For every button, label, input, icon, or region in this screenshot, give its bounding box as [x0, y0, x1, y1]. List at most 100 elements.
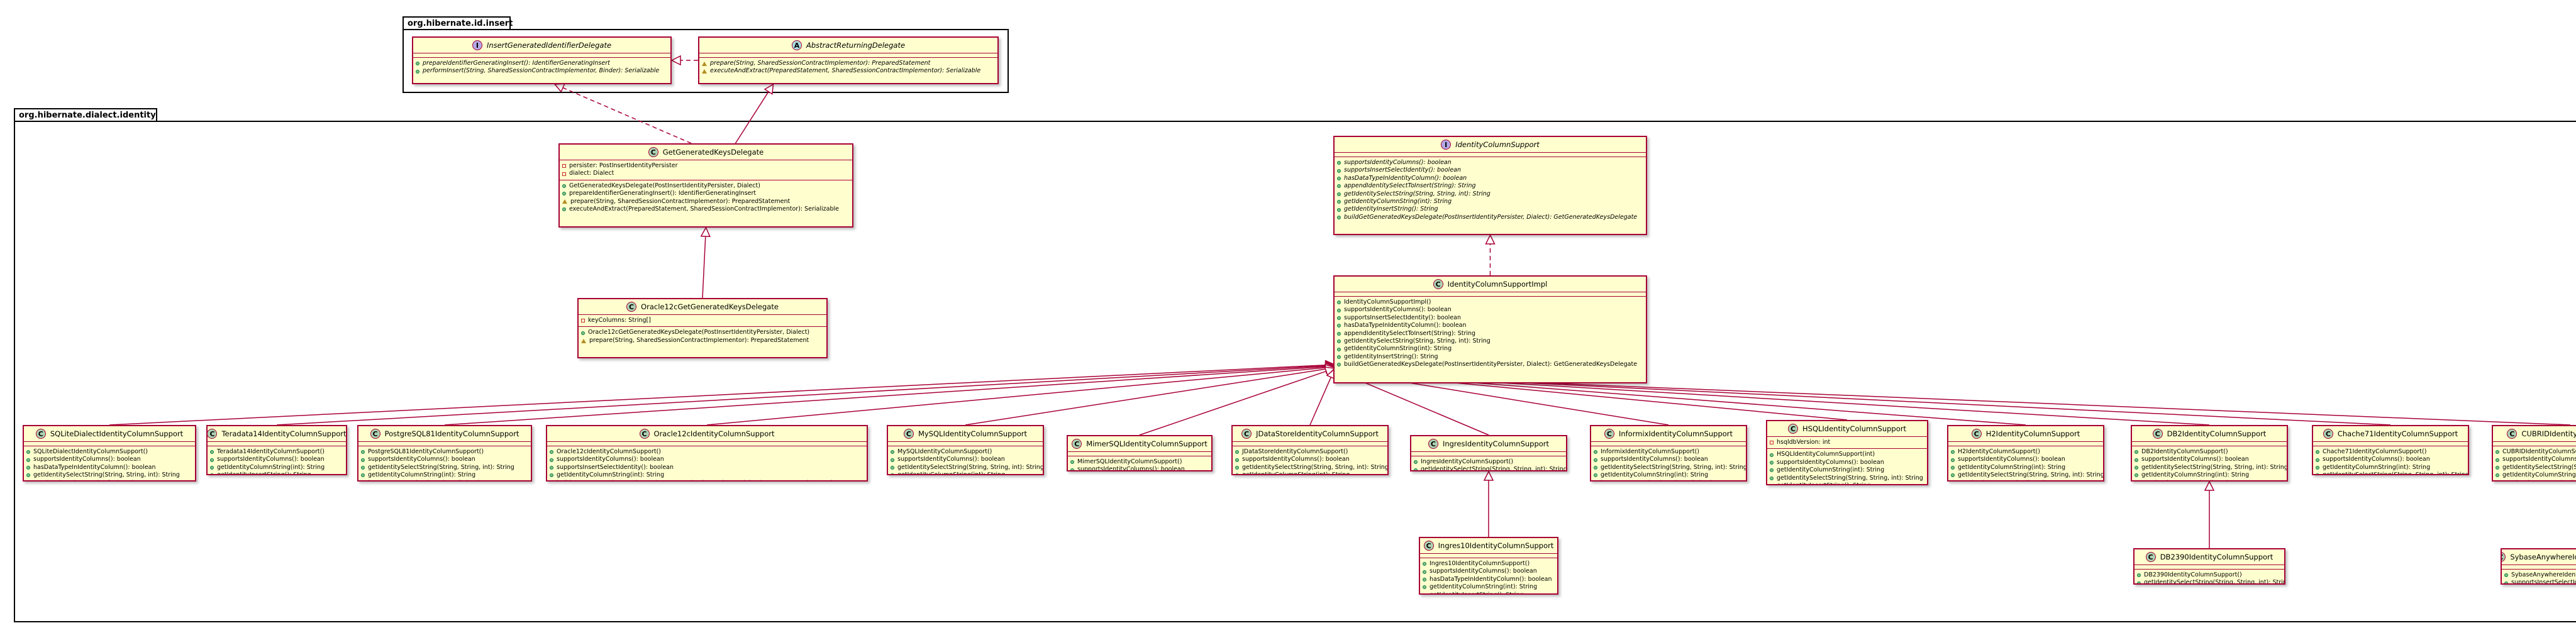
field-row: keyColumns: String[] [581, 317, 824, 324]
member-text: performInsert(String, SharedSessionContr… [423, 67, 660, 75]
public-visibility-icon [550, 466, 553, 470]
class-name: Oracle12cIdentityColumnSupport [653, 429, 775, 438]
public-visibility-icon [550, 473, 553, 478]
member-text: appendIdentitySelectToInsert(String): St… [1344, 182, 1476, 190]
public-visibility-icon [1951, 458, 1955, 462]
fields-section [2132, 442, 2287, 446]
member-text: CUBRIDIdentityColumnSupport() [2502, 448, 2576, 455]
class-cubrid-identity-column-support[interactable]: CCUBRIDIdentityColumnSupportCUBRIDIdenti… [2492, 425, 2576, 482]
class-stereotype-icon: C [1788, 424, 1798, 434]
member-text: supportsIdentityColumns(): boolean [1430, 568, 1537, 575]
public-visibility-icon [1594, 458, 1597, 462]
protected-visibility-icon [702, 69, 707, 74]
method-row: Teradata14IdentityColumnSupport() [210, 448, 343, 456]
methods-section: SybaseAnywhereIdentityColumnSupport()sup… [2502, 570, 2576, 583]
methods-section: PostgreSQL81IdentityColumnSupport()suppo… [358, 446, 531, 480]
public-visibility-icon [1337, 216, 1341, 220]
member-text: hasDataTypeInIdentityColumn(): boolean [33, 463, 156, 471]
member-text: appendIdentitySelectToInsert(String): St… [1344, 329, 1476, 337]
member-text: persister: PostInsertIdentityPersister [569, 162, 678, 169]
member-text: MimerSQLIdentityColumnSupport() [1077, 458, 1182, 465]
realization-edge [562, 87, 692, 144]
member-text: supportsIdentityColumns(): boolean [1077, 466, 1185, 471]
class-name: MimerSQLIdentityColumnSupport [1086, 439, 1208, 448]
member-text: supportsIdentityColumns(): boolean [217, 456, 325, 463]
member-text: supportsIdentityColumns(): boolean [2502, 456, 2576, 463]
generalization-edge [1139, 370, 1326, 436]
fields-section: hsqldbVersion: int [1767, 437, 1927, 449]
class-stereotype-icon: C [2507, 429, 2518, 439]
member-text: supportsIdentityColumns(): boolean [1601, 456, 1708, 463]
public-visibility-icon [416, 69, 419, 74]
class-name: DB2390IdentityColumnSupport [2160, 553, 2273, 561]
fields-section [1233, 442, 1387, 446]
member-text: supportsIdentityColumns(): boolean [557, 456, 664, 463]
methods-section: Ingres10IdentityColumnSupport()supportsI… [1420, 558, 1557, 593]
member-text: Chache71IdentityColumnSupport() [2323, 448, 2427, 455]
method-row: getIdentitySelectString(String, String, … [361, 464, 528, 471]
realization-arrowhead-icon [1485, 234, 1496, 245]
member-text: getIdentitySelectString(String, String, … [33, 471, 180, 479]
method-row: getIdentityInsertString(): String [1951, 480, 2101, 482]
method-row: supportsIdentityColumns(): boolean [2316, 456, 2465, 463]
method-row: prepareIdentifierGeneratingInsert(): Ide… [416, 60, 668, 67]
method-row: supportsIdentityColumns(): boolean [26, 456, 192, 463]
public-visibility-icon [1337, 339, 1341, 344]
member-text: getIdentitySelectString(String, String, … [1601, 463, 1747, 471]
fields-section [888, 442, 1043, 446]
method-row: hasDataTypeInIdentityColumn(): boolean [1337, 322, 1643, 329]
methods-section: MimerSQLIdentityColumnSupport()supportsI… [1068, 456, 1211, 471]
method-row: getIdentityColumnString(int): String [550, 471, 864, 479]
class-name: JDataStoreIdentityColumnSupport [1256, 429, 1379, 438]
method-row: getIdentitySelectString(String, String, … [2316, 471, 2468, 474]
class-stereotype-icon: C [370, 429, 380, 439]
method-row: supportsInsertSelectIdentity(): boolean [550, 464, 864, 471]
public-visibility-icon [1337, 300, 1341, 305]
class-sybase-anywhere-identity-column-support[interactable]: CSybaseAnywhereIdentityColumnSupportSyba… [2501, 548, 2576, 585]
member-text: getIdentityColumnString(int): String [557, 471, 665, 479]
public-visibility-icon [1770, 468, 1774, 473]
method-row: prepareIdentifierGeneratingInsert(): Ide… [562, 190, 850, 197]
member-text: supportsIdentityColumns(): boolean [1958, 456, 2065, 463]
member-text: getIdentitySelectString(String, String, … [2144, 579, 2285, 585]
public-visibility-icon [2496, 473, 2499, 478]
fields-section [1948, 442, 2103, 446]
class-stereotype-icon: C [1604, 429, 1614, 439]
method-row: getIdentitySelectString(String, String, … [1337, 190, 1643, 198]
fields-section [2493, 442, 2576, 446]
method-row: supportsIdentityColumns(): boolean [1951, 456, 2101, 463]
method-row: IdentityColumnSupportImpl() [1337, 299, 1643, 306]
member-text: keyColumns: String[] [588, 317, 651, 324]
member-text: HSQLIdentityColumnSupport(int) [1777, 451, 1875, 458]
field-row: dialect: Dialect [562, 170, 850, 177]
fields-section [1420, 554, 1557, 558]
public-visibility-icon [1235, 473, 1239, 474]
